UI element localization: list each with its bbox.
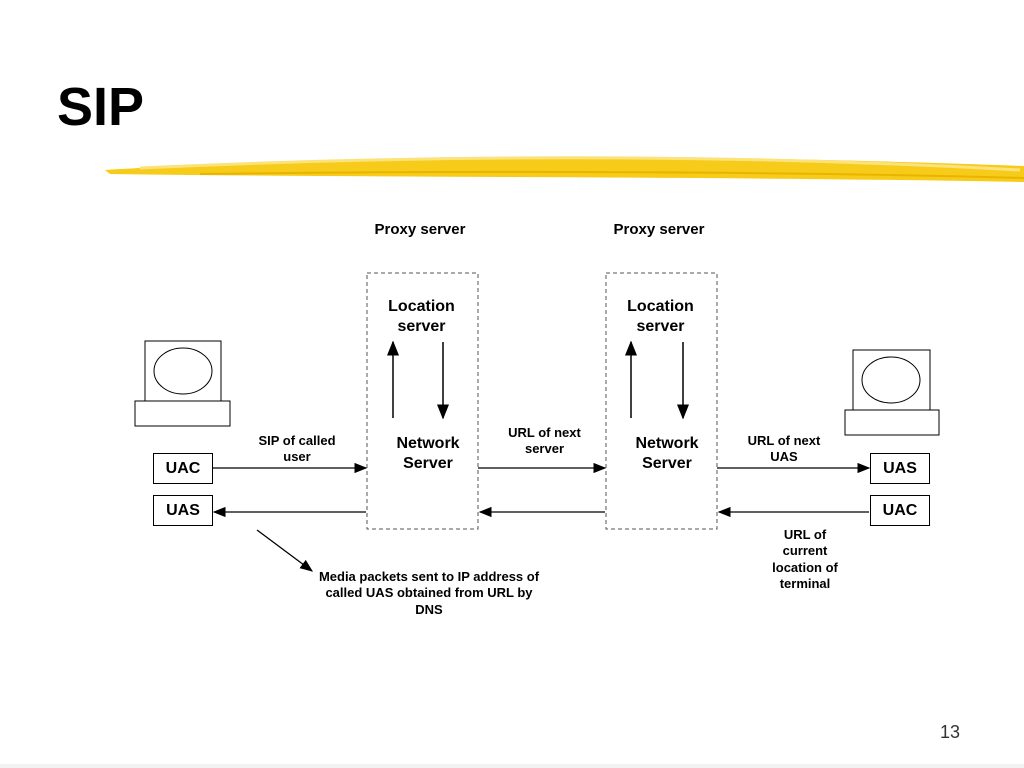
page-number: 13 (939, 722, 960, 742)
left-location-server: Location server (388, 298, 455, 335)
left-uac-box: UAC (153, 453, 213, 484)
media-arrow (256, 529, 314, 572)
right-proxy-title: Proxy server (613, 221, 705, 238)
label-url-next-uas: URL of next UAS (747, 433, 821, 465)
right-location-server: Location server (627, 298, 694, 335)
label-url-next-server: URL of next server (508, 425, 581, 457)
highlighter-stroke (105, 156, 1024, 182)
label-url-current-location: URL of current location of terminal (772, 527, 838, 591)
left-proxy-title: Proxy server (374, 221, 466, 238)
right-uas-box: UAS (870, 453, 930, 484)
right-uac-box: UAC (870, 495, 930, 526)
left-proxy-box (366, 272, 479, 530)
computer-terminal-icon (134, 340, 231, 427)
label-media-packets: Media packets sent to IP address of call… (318, 569, 540, 617)
label-sip-called-user: SIP of called user (258, 433, 336, 465)
right-network-server: Network Server (635, 435, 699, 472)
slide-title: SIP (57, 77, 145, 137)
left-uas-box: UAS (153, 495, 213, 526)
right-proxy-box (605, 272, 718, 530)
left-network-server: Network Server (396, 435, 460, 472)
footer-bar (0, 764, 1024, 768)
computer-terminal-icon (844, 349, 940, 436)
